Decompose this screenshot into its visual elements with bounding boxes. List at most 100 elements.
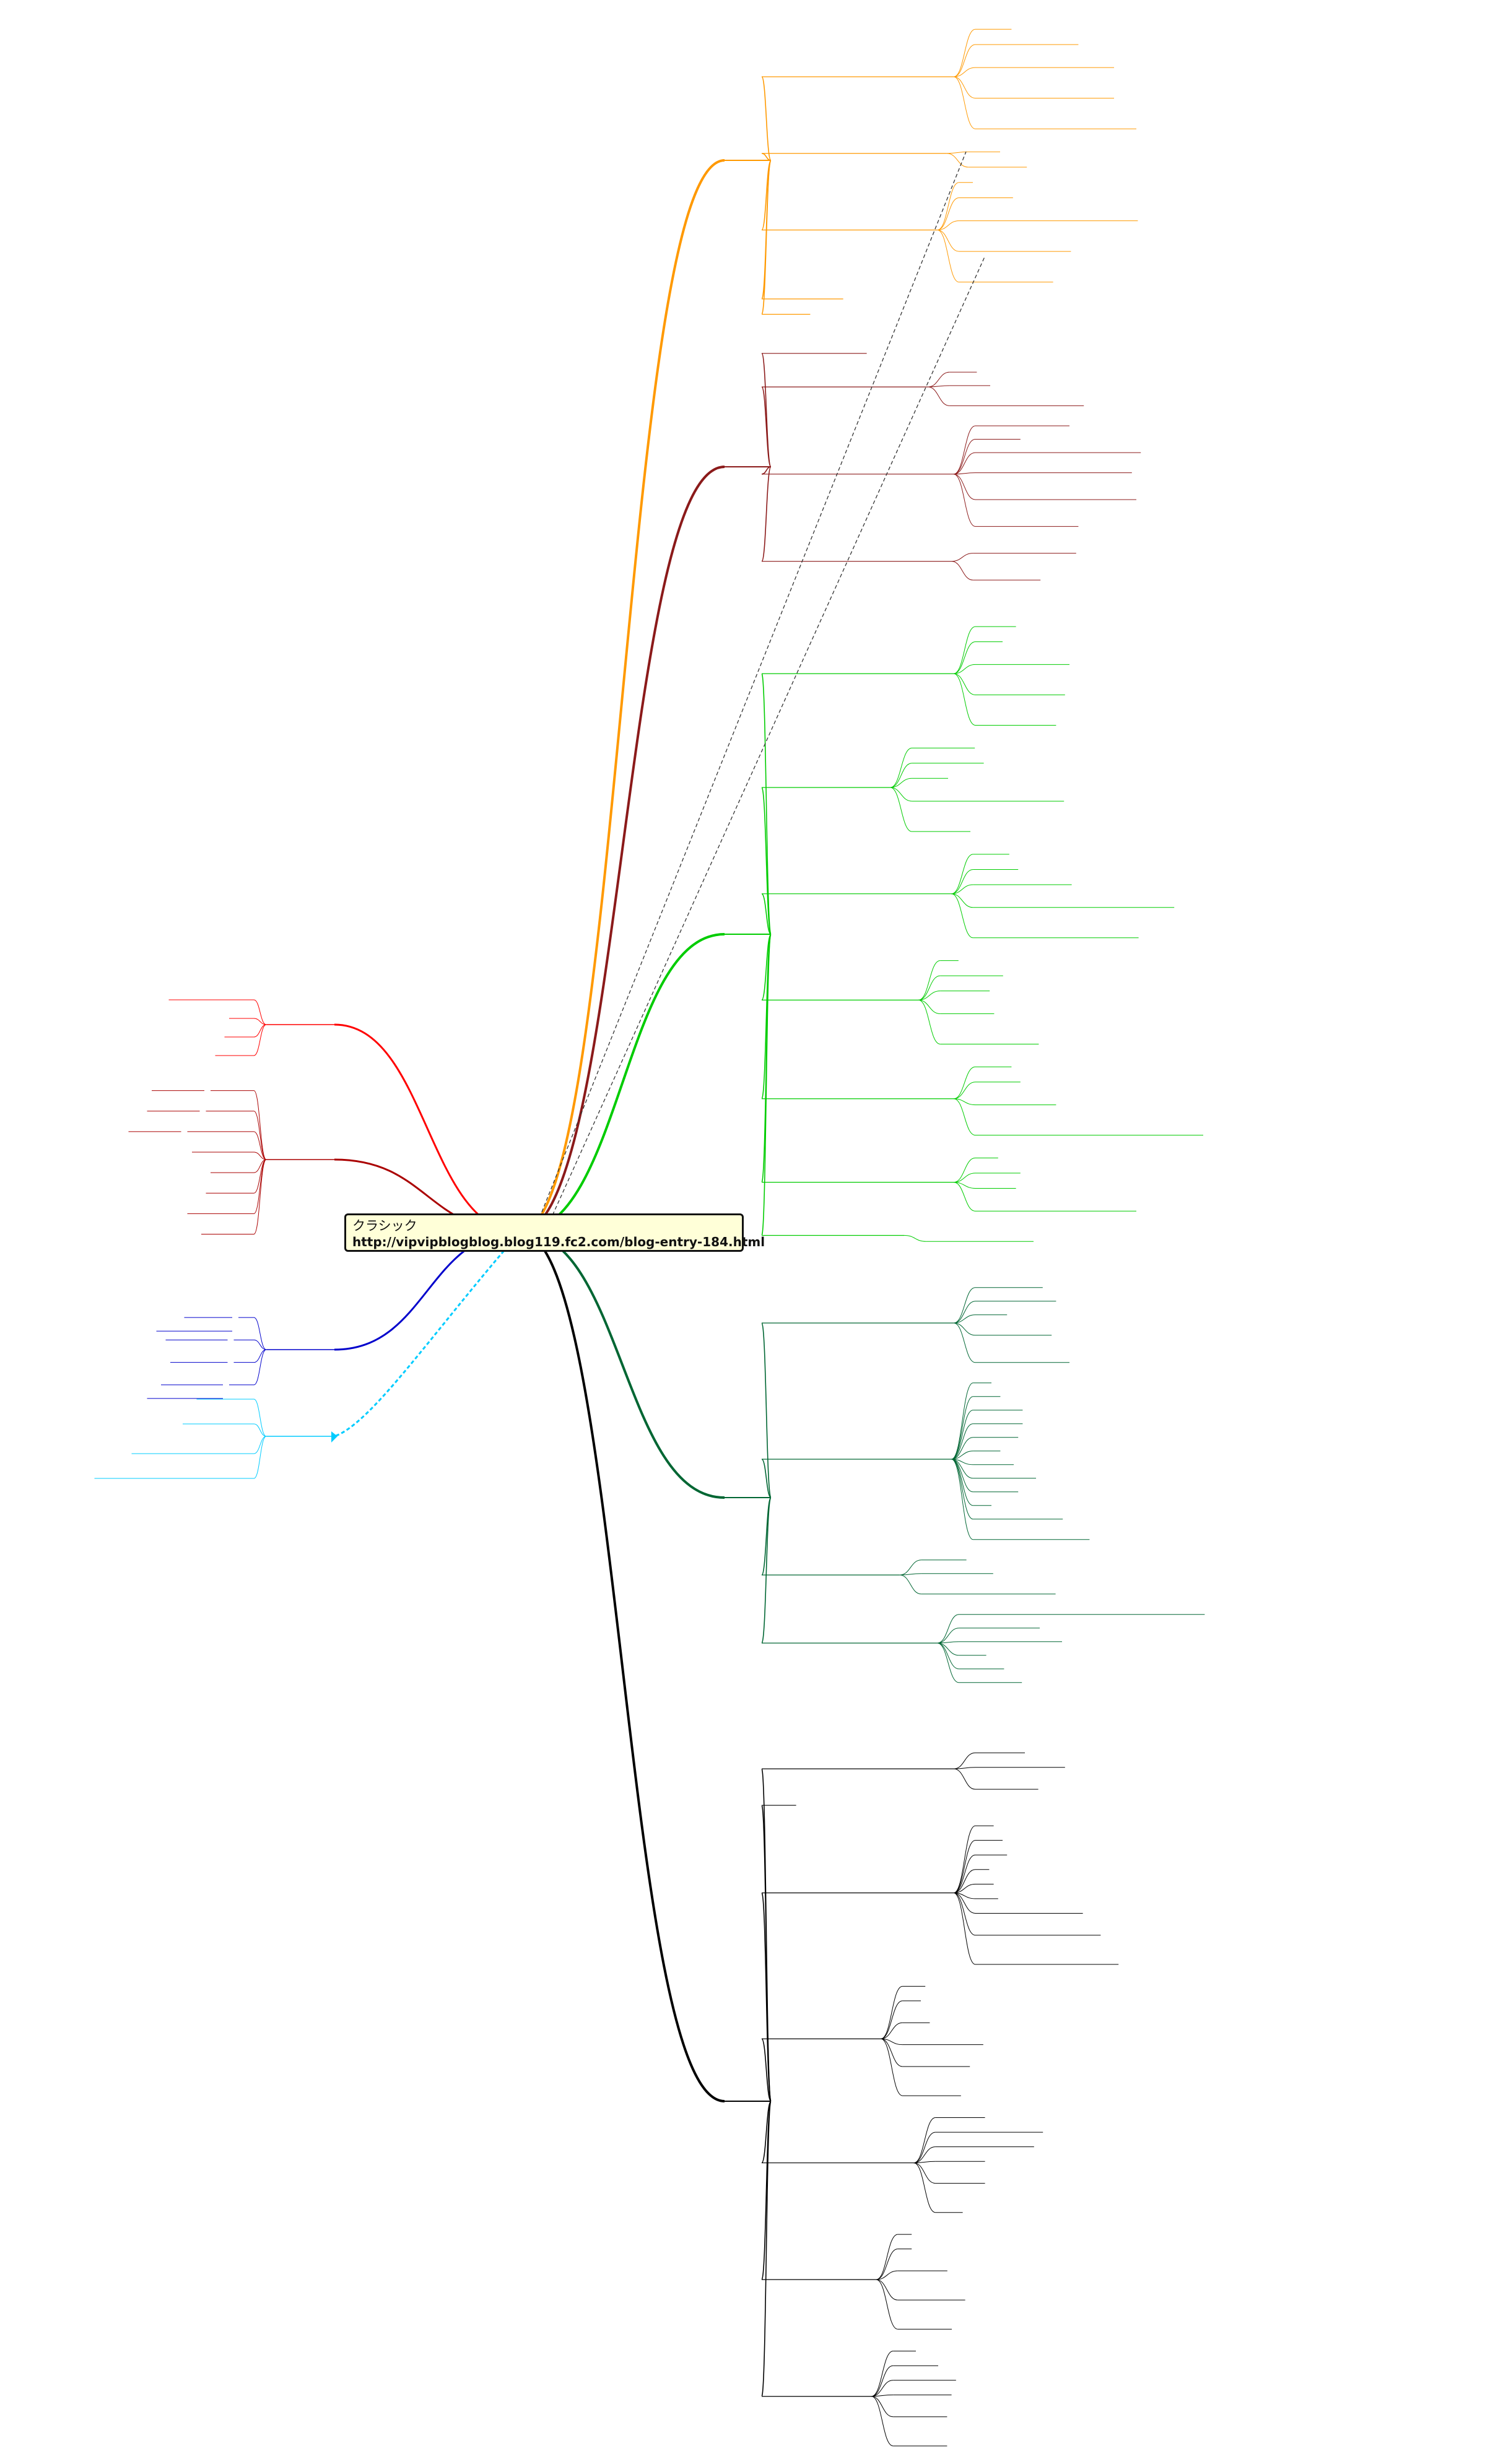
branch-line bbox=[253, 1090, 267, 1160]
branch-line bbox=[951, 1451, 973, 1460]
branch-line bbox=[761, 386, 772, 467]
branch-line bbox=[881, 2038, 903, 2045]
branch-line bbox=[953, 1182, 976, 1189]
branch-line bbox=[899, 1573, 921, 1576]
branch-line bbox=[761, 934, 772, 1001]
branch-line bbox=[334, 1023, 521, 1233]
branch-line bbox=[953, 1157, 976, 1183]
branch-line bbox=[951, 893, 973, 908]
branch-line bbox=[918, 975, 941, 1000]
branch-line bbox=[937, 220, 959, 230]
branch-line bbox=[899, 1574, 921, 1595]
branch-line bbox=[253, 1159, 267, 1214]
branch-line bbox=[761, 353, 772, 467]
branch-line bbox=[953, 472, 976, 475]
arrow-head-icon bbox=[331, 1431, 337, 1442]
branch-line bbox=[953, 1066, 976, 1100]
branch-line bbox=[953, 452, 976, 475]
branch-line bbox=[953, 673, 976, 695]
branch-line bbox=[953, 67, 976, 77]
central-title: クラシック bbox=[352, 1218, 417, 1233]
branch-line bbox=[951, 1396, 973, 1460]
branch-line bbox=[953, 1893, 976, 1936]
relation-arrow bbox=[544, 256, 985, 1233]
branch-line bbox=[253, 1436, 267, 1479]
branch-line bbox=[953, 474, 976, 527]
branch-line bbox=[953, 1322, 976, 1336]
branch-line bbox=[876, 2279, 898, 2330]
branch-line bbox=[253, 1436, 267, 1454]
branch-line bbox=[881, 2000, 903, 2039]
branch-line bbox=[761, 787, 772, 935]
branch-line bbox=[937, 1628, 959, 1644]
branch-line bbox=[953, 44, 976, 77]
branch-line bbox=[890, 763, 912, 788]
branch-line bbox=[334, 1231, 521, 1438]
branch-line bbox=[946, 153, 969, 168]
branch-line bbox=[951, 854, 973, 895]
branch-line bbox=[937, 230, 959, 283]
branch-line bbox=[876, 2270, 898, 2280]
branch-line bbox=[937, 1642, 959, 1656]
central-node[interactable]: クラシック http://vipvipblogblog.blog119.fc2.… bbox=[344, 1213, 765, 1252]
branch-line bbox=[520, 1231, 725, 2102]
branch-line bbox=[253, 1152, 267, 1160]
central-url[interactable]: http://vipvipblogblog.blog119.fc2.com/bl… bbox=[352, 1234, 765, 1249]
branch-line bbox=[761, 2101, 772, 2397]
branch-line bbox=[253, 1159, 267, 1234]
branch-line bbox=[761, 1892, 772, 2102]
branch-line bbox=[761, 2101, 772, 2164]
branch-line bbox=[937, 1642, 959, 1683]
branch-line bbox=[953, 1893, 976, 1914]
branch-line bbox=[951, 884, 973, 895]
branch-line bbox=[890, 778, 912, 788]
branch-line bbox=[876, 2279, 898, 2301]
branch-line bbox=[253, 1024, 267, 1056]
branch-line bbox=[871, 2351, 894, 2397]
branch-line bbox=[876, 2249, 898, 2280]
branch-line bbox=[520, 1231, 725, 1499]
branch-line bbox=[881, 1985, 903, 2039]
branch-line bbox=[953, 76, 976, 129]
branch-line bbox=[761, 934, 772, 1236]
branch-line bbox=[953, 1082, 976, 1100]
branch-line bbox=[953, 474, 976, 500]
branch-line bbox=[951, 893, 973, 939]
branch-line bbox=[953, 439, 976, 475]
branch-line bbox=[928, 385, 950, 388]
branch-line bbox=[953, 673, 976, 726]
branch-line bbox=[953, 425, 976, 475]
branch-line bbox=[253, 1399, 267, 1437]
branch-line bbox=[913, 2161, 936, 2164]
branch-line bbox=[937, 182, 959, 230]
branch-line bbox=[520, 466, 725, 1233]
branch-line bbox=[871, 2380, 894, 2397]
branch-line bbox=[951, 553, 973, 562]
branch-line bbox=[918, 960, 941, 1000]
branch-line bbox=[918, 999, 941, 1014]
branch-line bbox=[918, 991, 941, 1000]
branch-line bbox=[761, 160, 772, 315]
branch-line bbox=[953, 28, 976, 77]
branch-line bbox=[953, 1768, 976, 1790]
branch-line bbox=[890, 747, 912, 788]
branch-line bbox=[953, 1301, 976, 1324]
branch-line bbox=[928, 371, 950, 388]
branch-line bbox=[913, 2117, 936, 2164]
branch-line bbox=[953, 1287, 976, 1324]
branch-line bbox=[253, 1317, 267, 1350]
branch-line bbox=[761, 1805, 772, 2102]
branch-line bbox=[953, 1182, 976, 1212]
branch-line bbox=[253, 1018, 267, 1025]
branch-line bbox=[761, 1322, 772, 1498]
branch-line bbox=[953, 1173, 976, 1183]
relation-arrow bbox=[532, 151, 967, 1236]
branch-line bbox=[881, 2022, 903, 2039]
branch-line bbox=[881, 2038, 903, 2067]
branch-line bbox=[913, 2163, 936, 2184]
branch-line bbox=[871, 2394, 894, 2397]
branch-line bbox=[953, 1869, 976, 1893]
branch-line bbox=[761, 1459, 772, 1498]
branch-line bbox=[253, 1349, 267, 1386]
